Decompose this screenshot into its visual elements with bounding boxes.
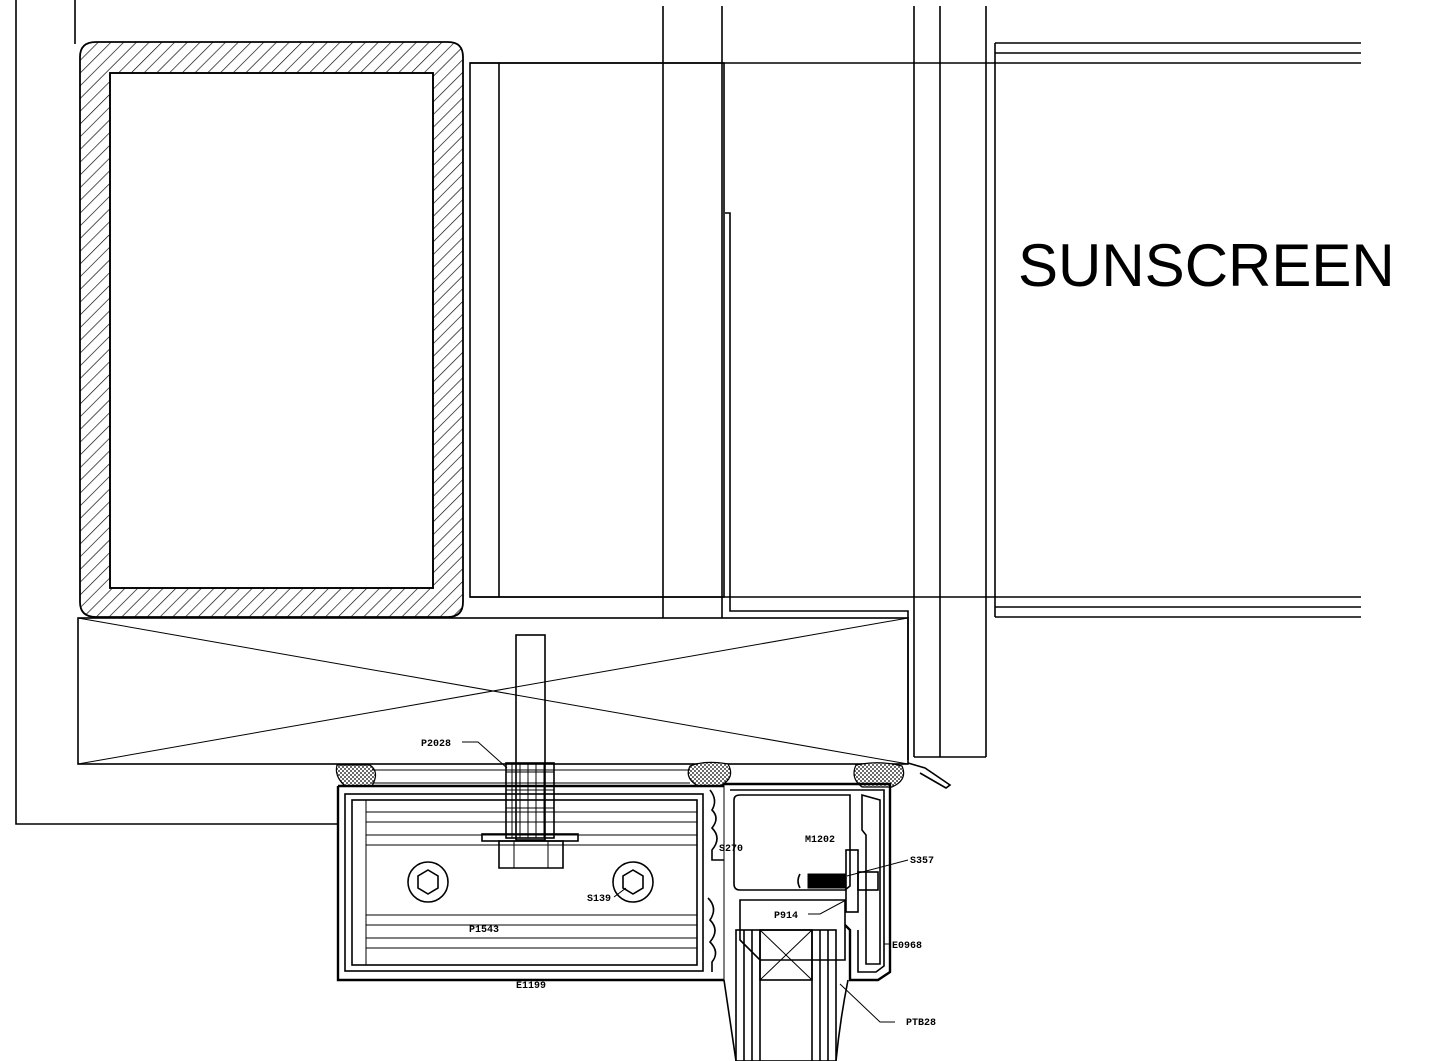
sunscreen-label: SUNSCREEN — [1018, 232, 1395, 299]
screw-s139-right — [612, 861, 654, 903]
callout-ptb28: PTB28 — [906, 1018, 936, 1029]
screw-s139-left — [407, 861, 449, 903]
anchor-bolt — [481, 634, 579, 869]
callout-s270: S270 — [719, 844, 743, 855]
mullion-members — [469, 6, 995, 760]
glazing-unit — [723, 929, 849, 1061]
steel-tube-section — [79, 41, 464, 618]
callout-p914: P914 — [774, 911, 798, 922]
sunscreen-blade — [994, 42, 1361, 618]
callout-p2028: P2028 — [421, 739, 451, 750]
callout-s357: S357 — [910, 856, 934, 867]
callout-m1202: M1202 — [805, 835, 835, 846]
bolt-s357 — [797, 849, 879, 913]
callout-e0968: E0968 — [892, 941, 922, 952]
gaskets — [335, 761, 952, 789]
callout-e1199: E1199 — [516, 981, 546, 992]
wall-outline — [15, 0, 338, 825]
blocking-box — [77, 617, 909, 765]
extrusion-e1199 — [336, 784, 724, 982]
callout-p1543: P1543 — [469, 925, 499, 936]
leader-lines — [462, 741, 909, 1023]
callout-s139: S139 — [587, 894, 611, 905]
extrusion-p1543 — [365, 800, 697, 965]
mullion-profile-m1202 — [707, 782, 892, 982]
